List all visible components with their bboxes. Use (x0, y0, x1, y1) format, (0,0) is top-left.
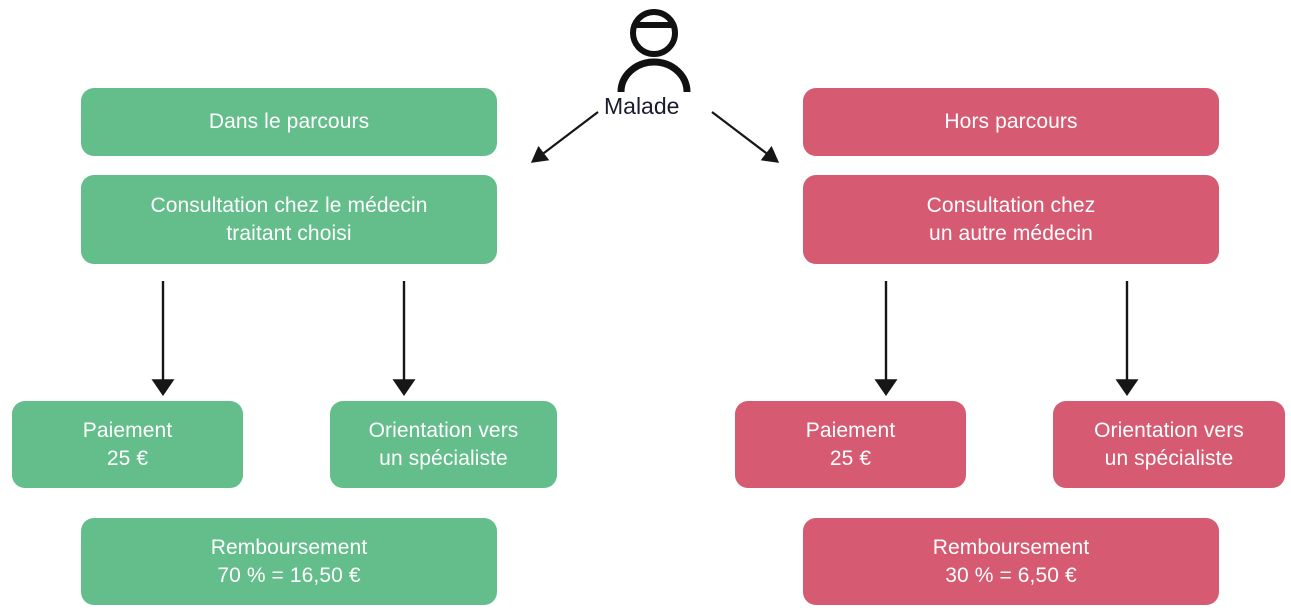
right-reimbursement-box[interactable]: Remboursement 30 % = 6,50 € (803, 518, 1219, 605)
person-icon (617, 9, 691, 92)
left-payment-box[interactable]: Paiement 25 € (12, 401, 243, 488)
left-orientation-box[interactable]: Orientation vers un spécialiste (330, 401, 557, 488)
page-title: Malade (604, 93, 680, 119)
left-header-box[interactable]: Dans le parcours (81, 88, 497, 156)
right-payment-box[interactable]: Paiement 25 € (735, 401, 966, 488)
left-reimbursement-box[interactable]: Remboursement 70 % = 16,50 € (81, 518, 497, 605)
left-consultation-box[interactable]: Consultation chez le médecin traitant ch… (81, 175, 497, 264)
right-consultation-box[interactable]: Consultation chez un autre médecin (803, 175, 1219, 264)
arrow-malade-to-left (530, 111, 599, 163)
right-header-box[interactable]: Hors parcours (803, 88, 1219, 156)
right-orientation-box[interactable]: Orientation vers un spécialiste (1053, 401, 1285, 488)
arrow-malade-to-right (711, 111, 780, 163)
